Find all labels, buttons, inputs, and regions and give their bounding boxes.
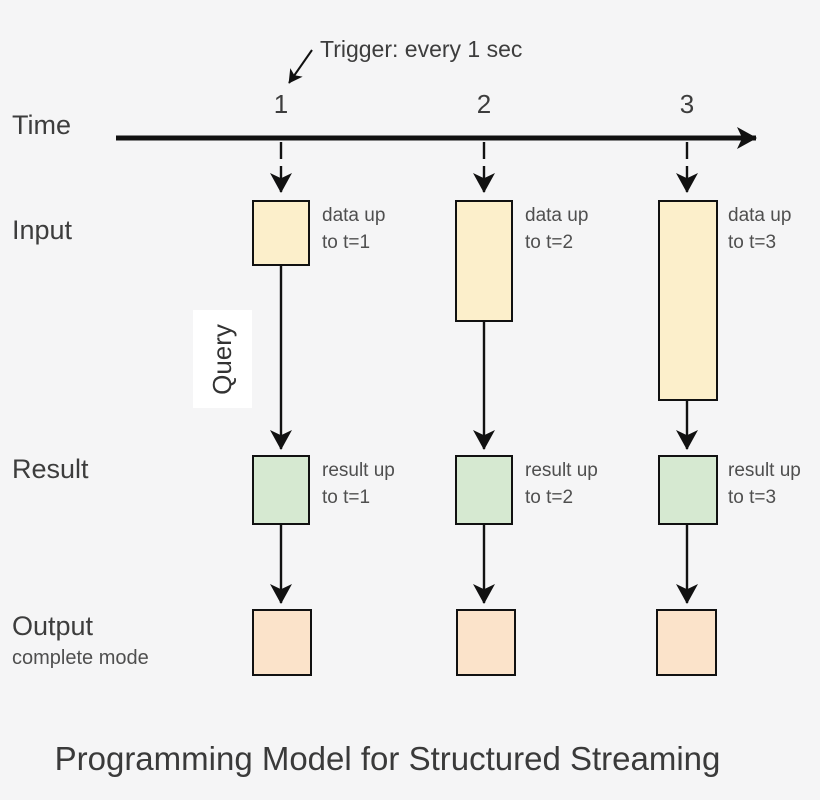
input-box-t1 (252, 200, 310, 266)
result-box-t1-label-line2: to t=1 (322, 487, 371, 508)
timeline-tick-1: 1 (273, 89, 289, 119)
result-box-t2-label-line2: to t=2 (525, 487, 574, 508)
input-box-t1-label-line1: data up (322, 205, 386, 226)
input-box-t2-label-line2: to t=2 (525, 232, 574, 253)
result-box-t2-label-line1: result up (525, 460, 598, 481)
diagram-title: Programming Model for Structured Streami… (54, 740, 721, 777)
trigger-pointer-arrow (288, 49, 313, 84)
input-box-t1-label-line2: to t=1 (322, 232, 371, 253)
input-box-t1-label: data up to t=1 (322, 202, 385, 256)
result-box-t2-label: result up to t=2 (525, 457, 598, 511)
result-box-t2 (455, 455, 513, 525)
time-axis-label: Time (12, 110, 71, 140)
result-box-t3-label-line1: result up (728, 460, 801, 481)
result-box-t1-label-line1: result up (322, 460, 395, 481)
output-row-label: Output (12, 611, 94, 641)
input-box-t2-label-line1: data up (525, 205, 589, 226)
output-box-t1 (252, 609, 312, 676)
input-box-t2-label: data up to t=2 (525, 202, 588, 256)
input-box-t3-label-line1: data up (728, 205, 792, 226)
input-box-t3 (658, 200, 718, 401)
result-box-t1 (252, 455, 310, 525)
result-box-t3-label: result up to t=3 (728, 457, 801, 511)
query-label: Query (207, 323, 237, 395)
input-box-t3-label-line2: to t=3 (728, 232, 777, 253)
timeline-tick-2: 2 (476, 89, 492, 119)
query-box: Query (193, 310, 252, 408)
input-box-t2 (455, 200, 513, 322)
input-row-label: Input (12, 215, 73, 245)
timeline-tick-3: 3 (679, 89, 695, 119)
result-box-t3-label-line2: to t=3 (728, 487, 777, 508)
result-row-label: Result (12, 454, 89, 484)
result-box-t3 (658, 455, 718, 525)
input-box-t3-label: data up to t=3 (728, 202, 791, 256)
output-mode-label: complete mode (12, 647, 149, 669)
result-box-t1-label: result up to t=1 (322, 457, 395, 511)
output-box-t3 (656, 609, 717, 676)
output-box-t2 (456, 609, 516, 676)
trigger-annotation: Trigger: every 1 sec (320, 36, 523, 62)
